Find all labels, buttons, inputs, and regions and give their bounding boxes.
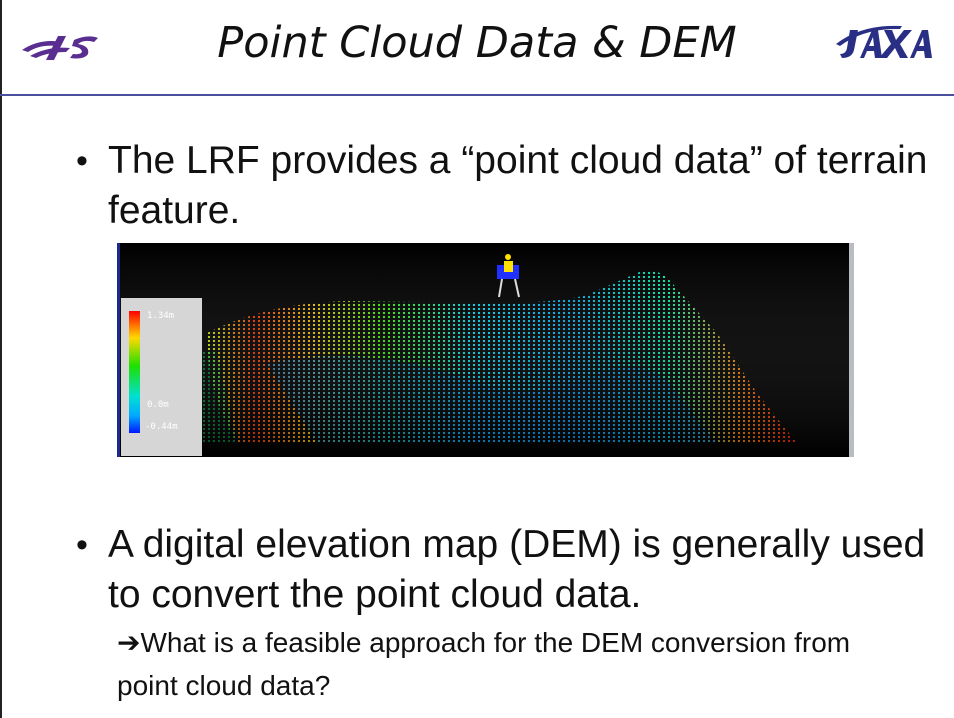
rover-marker [497,254,520,298]
bullet-lrf-text: The LRF provides a “point cloud data” of… [108,139,928,232]
elevation-color-bar [129,311,140,433]
bullet-dot: • [76,526,88,564]
arrow-right-icon: ➔ [117,627,141,658]
point-cloud-image [117,243,853,457]
bullet-dot: • [76,142,88,180]
point-cloud-render [117,243,853,457]
bullet-lrf: • The LRF provides a “point cloud data” … [76,136,928,236]
header-divider [0,94,954,96]
sub-point-question: ➔What is a feasible approach for the DEM… [117,621,917,707]
isas-logo [22,36,98,60]
elevation-legend: 1.34m 0.0m -0.44m [121,298,202,456]
legend-min-label: -0.44m [145,422,178,432]
sub-point-text: What is a feasible approach for the DEM … [117,627,851,701]
figure-left-edge [117,243,120,457]
bullet-dem: • A digital elevation map (DEM) is gener… [76,520,928,620]
figure-right-edge [849,243,854,457]
jaxa-logo [836,25,932,58]
legend-zero-label: 0.0m [147,400,169,410]
slide-border [0,0,2,718]
slide-title: Point Cloud Data & DEM [217,18,737,68]
bullet-dem-text: A digital elevation map (DEM) is general… [108,523,926,616]
legend-max-label: 1.34m [147,311,175,321]
